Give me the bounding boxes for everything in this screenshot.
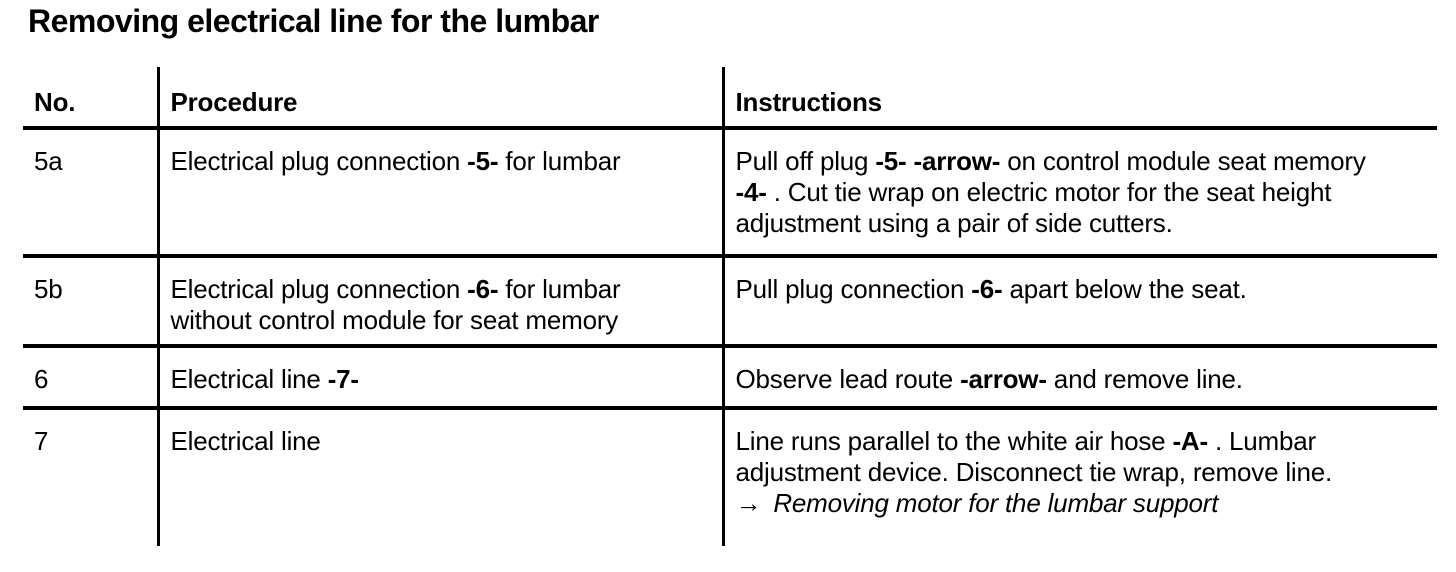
column-header-instructions: Instructions [721,67,1437,130]
cell-procedure: Electrical line [156,408,723,546]
table-row: 5b Electrical plug connection -6- for lu… [23,256,1437,348]
cell-no: 7 [34,426,49,456]
table-row: 7 Electrical line Line runs parallel to … [23,408,1437,546]
column-header-no: No. [23,67,158,130]
cell-instructions: Pull plug connection -6- apart below the… [721,256,1437,348]
text-line: without control module for seat memory [170,305,619,335]
text-line: Pull off plug -5- -arrow- on control mod… [735,146,1366,176]
text-line: →Removing motor for the lumbar support [735,488,1219,518]
cell-no: 5b [23,256,158,348]
column-header-procedure: Procedure [156,67,723,130]
text-line: Electrical plug connection -6- for lumba… [170,274,621,304]
text-line: adjustment device. Disconnect tie wrap, … [735,457,1333,487]
text-line: Electrical line [170,426,321,456]
cross-reference-arrow-icon: → [735,488,762,518]
cell-procedure: Electrical plug connection -6- for lumba… [156,256,723,348]
table-row: 6 Electrical line -7- Observe lead route… [23,346,1437,410]
page-title: Removing electrical line for the lumbar [28,3,599,39]
cell-instructions: Pull off plug -5- -arrow- on control mod… [721,128,1437,258]
cell-instructions: Observe lead route -arrow- and remove li… [721,346,1437,410]
text-line: Electrical line -7- [170,364,360,394]
text-line: Pull plug connection -6- apart below the… [735,274,1247,304]
cell-no: 6 [23,346,158,410]
cell-instructions: Line runs parallel to the white air hose… [721,408,1437,546]
table-header-row: No. Procedure Instructions [23,67,1437,130]
procedure-table: No. Procedure Instructions 5a Electrical… [23,67,1437,546]
text-line: -4- . Cut tie wrap on electric motor for… [735,177,1332,207]
text-line: Observe lead route -arrow- and remove li… [735,364,1244,394]
text-line: adjustment using a pair of side cutters. [735,208,1173,238]
cell-procedure: Electrical line -7- [156,346,723,410]
text-line: Electrical plug connection -5- for lumba… [170,146,621,176]
text-line: Line runs parallel to the white air hose… [735,426,1317,456]
table-row: 5a Electrical plug connection -5- for lu… [23,128,1437,258]
cell-procedure: Electrical plug connection -5- for lumba… [156,128,723,258]
cell-no: 5a [23,128,158,258]
